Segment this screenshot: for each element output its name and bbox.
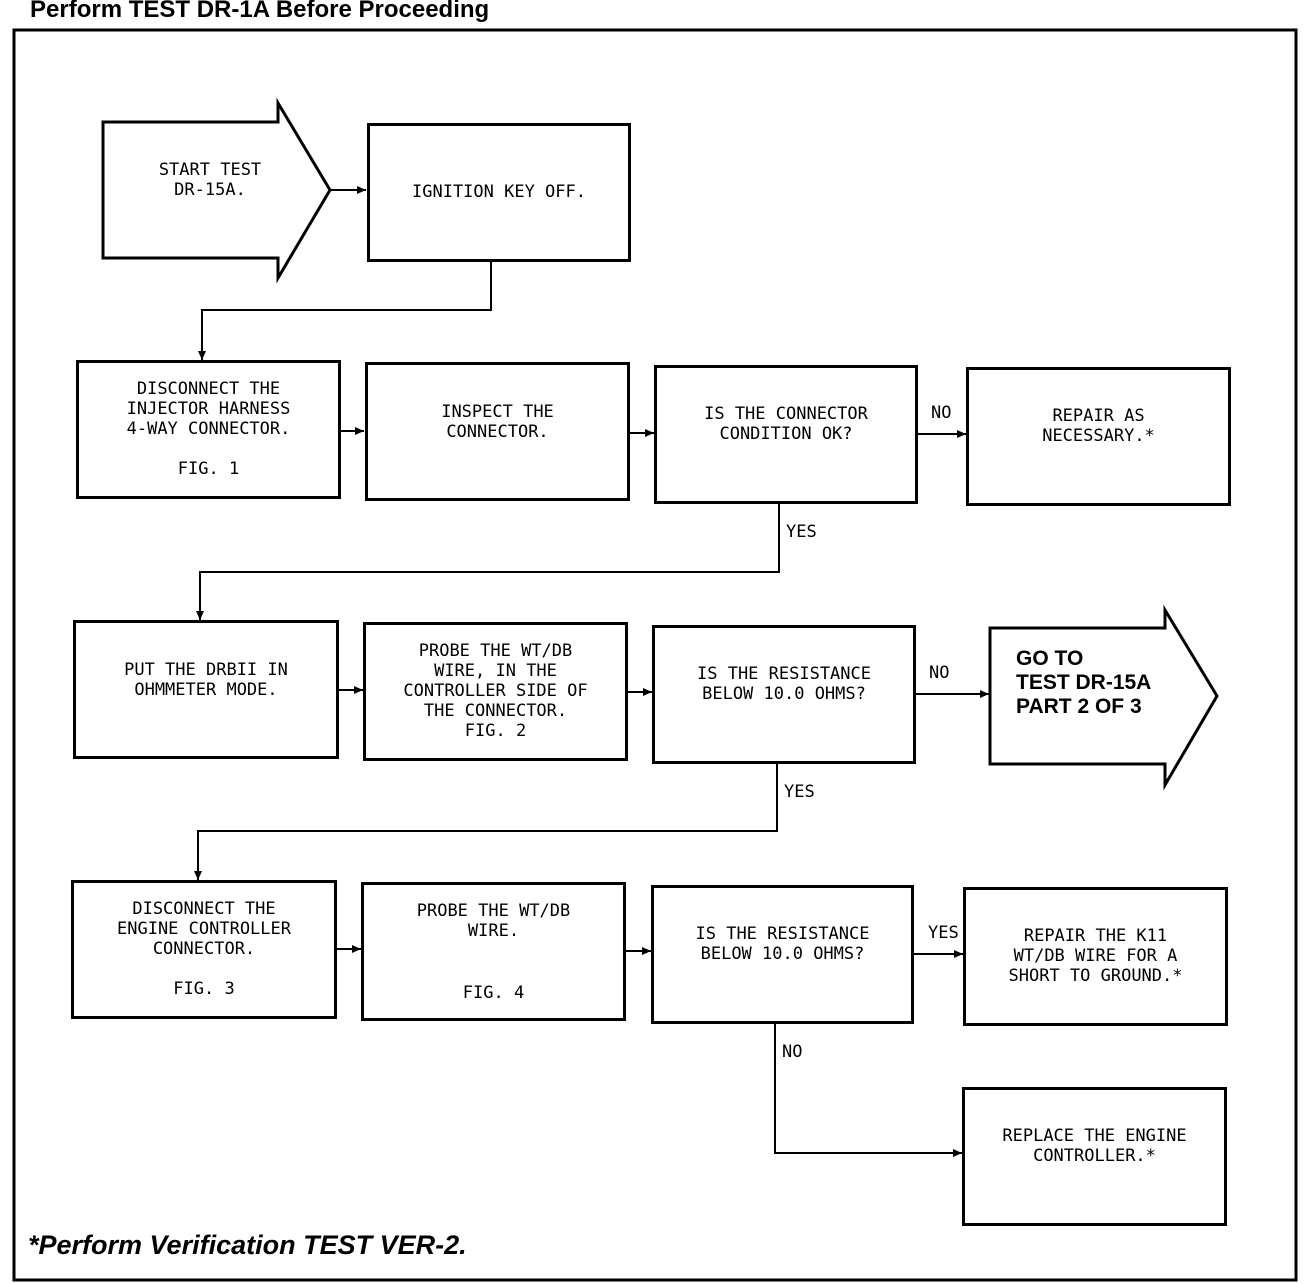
repair-as-necessary-text: REPAIR AS NECESSARY.* xyxy=(1042,406,1155,446)
fig-4-label: FIG. 4 xyxy=(462,983,525,1003)
connector-ok-decision-box: IS THE CONNECTOR CONDITION OK? xyxy=(654,365,918,504)
probe-wire-box: PROBE THE WT/DB WIRE. FIG. 4 xyxy=(361,882,626,1021)
disconnect-engine-controller-text: DISCONNECT THE ENGINE CONTROLLER CONNECT… xyxy=(117,899,291,959)
fig-1-label: FIG. 1 xyxy=(177,459,240,479)
repair-as-necessary-box: REPAIR AS NECESSARY.* xyxy=(966,367,1231,506)
drbii-ohmmeter-box: PUT THE DRBII IN OHMMETER MODE. xyxy=(73,620,339,759)
resistance-decision-box-1: IS THE RESISTANCE BELOW 10.0 OHMS? xyxy=(652,625,916,764)
probe-controller-side-box: PROBE THE WT/DB WIRE, IN THE CONTROLLER … xyxy=(363,622,628,761)
disconnect-engine-controller-box: DISCONNECT THE ENGINE CONTROLLER CONNECT… xyxy=(71,880,337,1019)
replace-engine-controller-text: REPLACE THE ENGINE CONTROLLER.* xyxy=(1002,1126,1187,1166)
repair-k11-text: REPAIR THE K11 WT/DB WIRE FOR A SHORT TO… xyxy=(1008,926,1183,986)
repair-k11-box: REPAIR THE K11 WT/DB WIRE FOR A SHORT TO… xyxy=(963,887,1228,1026)
resistance-decision-text-2: IS THE RESISTANCE BELOW 10.0 OHMS? xyxy=(695,924,870,964)
branch-yes-label: YES xyxy=(784,782,815,802)
branch-no-label: NO xyxy=(929,663,950,683)
probe-wire-text: PROBE THE WT/DB WIRE. xyxy=(416,901,571,941)
outer-frame xyxy=(12,28,1298,1282)
connector-ok-text: IS THE CONNECTOR CONDITION OK? xyxy=(704,404,868,444)
start-shape xyxy=(101,97,332,284)
ignition-key-off-box: IGNITION KEY OFF. xyxy=(367,123,631,262)
inspect-connector-box: INSPECT THE CONNECTOR. xyxy=(365,362,630,501)
branch-yes-label: YES xyxy=(786,522,817,542)
branch-yes-label: YES xyxy=(928,923,959,943)
verification-footnote: *Perform Verification TEST VER-2. xyxy=(28,1230,467,1260)
drbii-ohmmeter-text: PUT THE DRBII IN OHMMETER MODE. xyxy=(124,660,288,700)
inspect-connector-text: INSPECT THE CONNECTOR. xyxy=(441,402,554,442)
disconnect-injector-box: DISCONNECT THE INJECTOR HARNESS 4-WAY CO… xyxy=(76,360,341,499)
branch-no-label: NO xyxy=(782,1042,803,1062)
resistance-decision-text-1: IS THE RESISTANCE BELOW 10.0 OHMS? xyxy=(697,664,871,704)
probe-controller-side-text: PROBE THE WT/DB WIRE, IN THE CONTROLLER … xyxy=(403,641,588,741)
resistance-decision-box-2: IS THE RESISTANCE BELOW 10.0 OHMS? xyxy=(651,885,914,1024)
goto-test-label: GO TO TEST DR-15A PART 2 OF 3 xyxy=(1016,647,1152,718)
start-test-label: START TEST DR-15A. xyxy=(158,160,262,200)
branch-no-label: NO xyxy=(931,403,952,423)
fig-3-label: FIG. 3 xyxy=(173,979,235,999)
goto-shape xyxy=(988,604,1219,791)
page-title: Perform TEST DR-1A Before Proceeding xyxy=(30,0,490,23)
disconnect-injector-text: DISCONNECT THE INJECTOR HARNESS 4-WAY CO… xyxy=(126,379,291,439)
ignition-key-off-text: IGNITION KEY OFF. xyxy=(412,182,586,202)
replace-engine-controller-box: REPLACE THE ENGINE CONTROLLER.* xyxy=(962,1087,1227,1226)
